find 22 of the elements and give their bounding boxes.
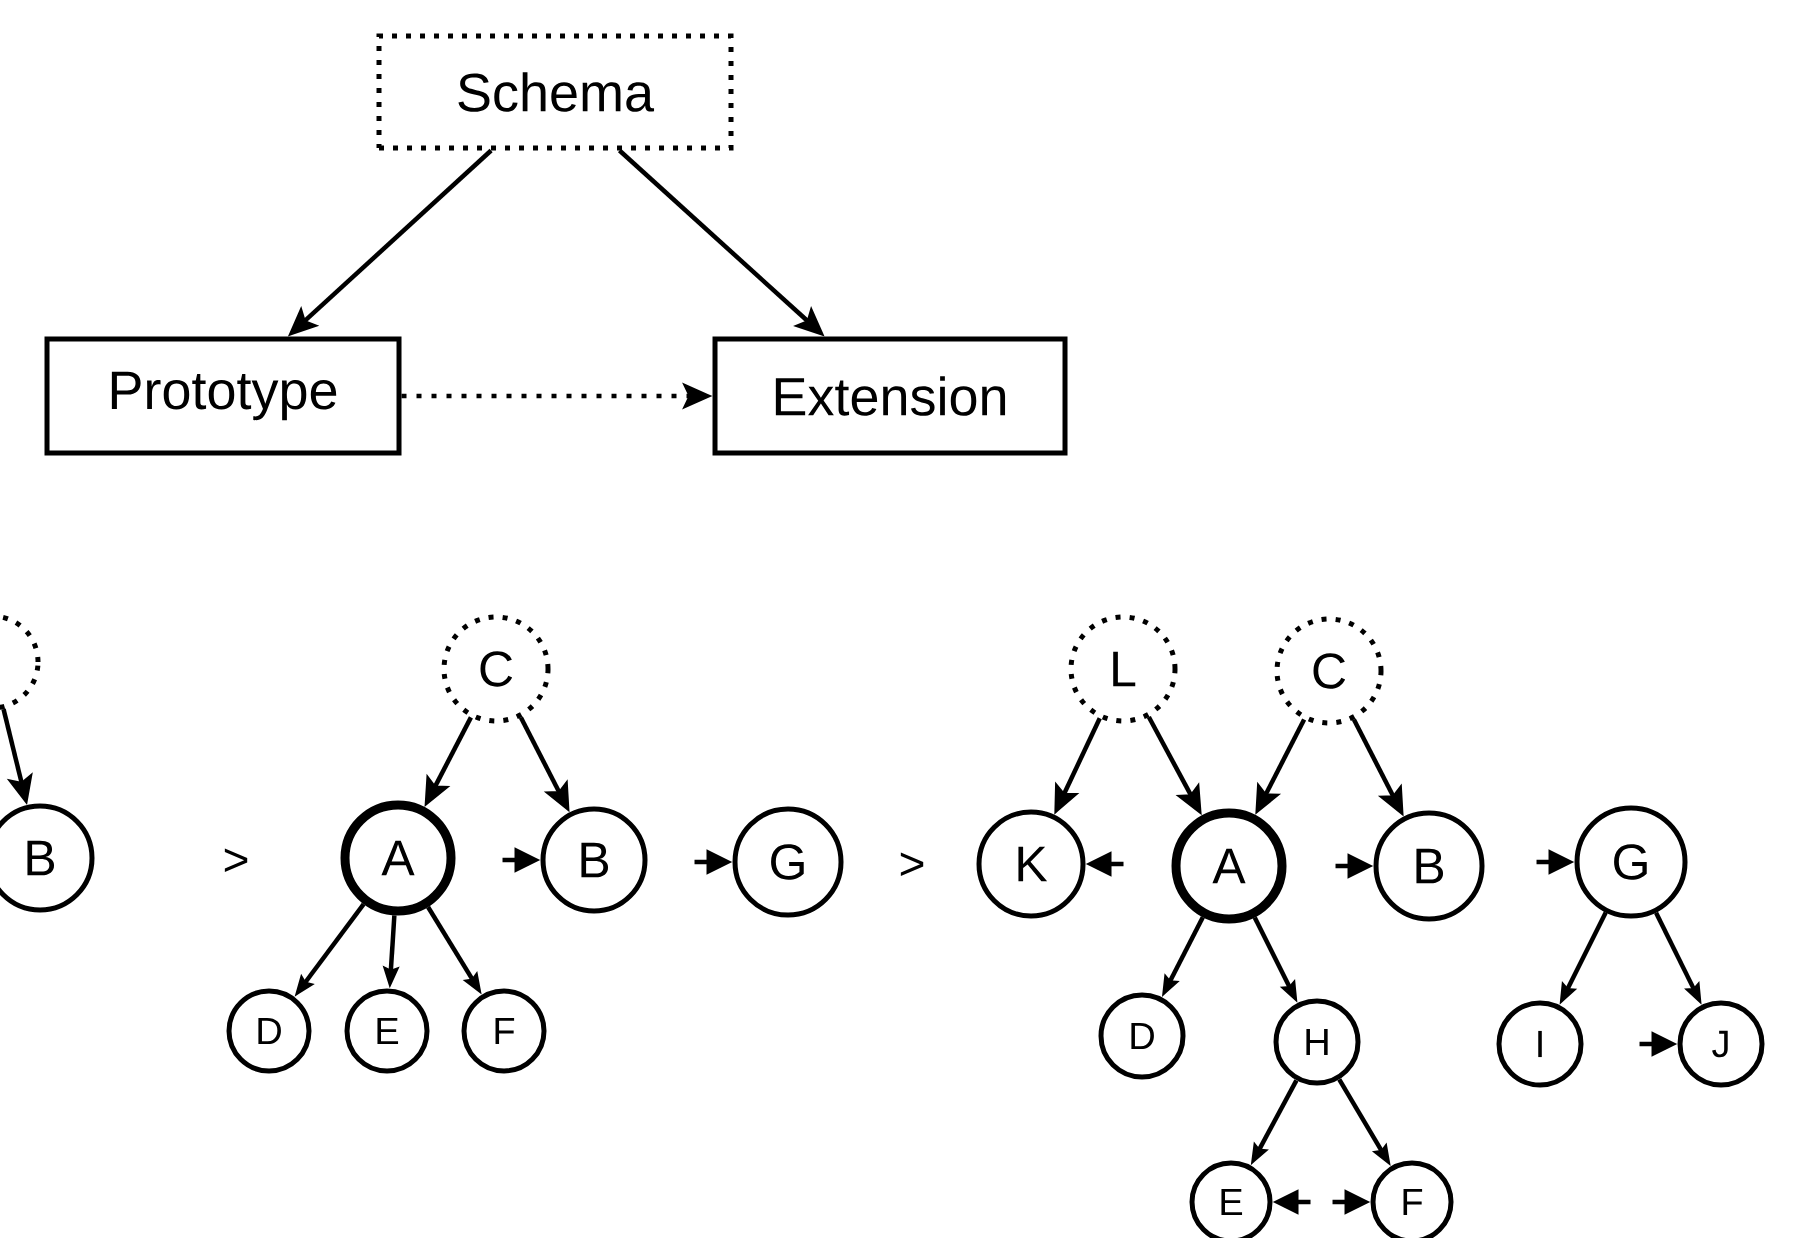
circle-node: J [1677,1000,1765,1088]
dashed-box-node: Schema [376,33,734,151]
circle-node: E [344,988,430,1074]
circle-node: K [976,809,1086,919]
dashed-circle-node: C [1274,616,1384,726]
dashed-circle-node: L [1068,614,1178,724]
circle-node: B [1373,810,1485,922]
circle-node: I [1496,1000,1584,1088]
circle-node: H [1273,998,1361,1086]
circle-node: D [226,988,312,1074]
circle-node: B [540,806,648,914]
circle-node: F [461,988,547,1074]
circle-node: A [1171,808,1287,924]
dashed-circle-node: C [441,614,551,724]
separator-sign: > [224,848,248,872]
circle-node: G [732,806,844,918]
circle-node: D [1098,992,1186,1080]
box-node: Prototype [44,336,402,456]
circle-node: A [340,800,456,916]
separator-sign: > [900,852,924,876]
circle-node: G [1574,805,1688,919]
box-node: Extension [712,336,1068,456]
